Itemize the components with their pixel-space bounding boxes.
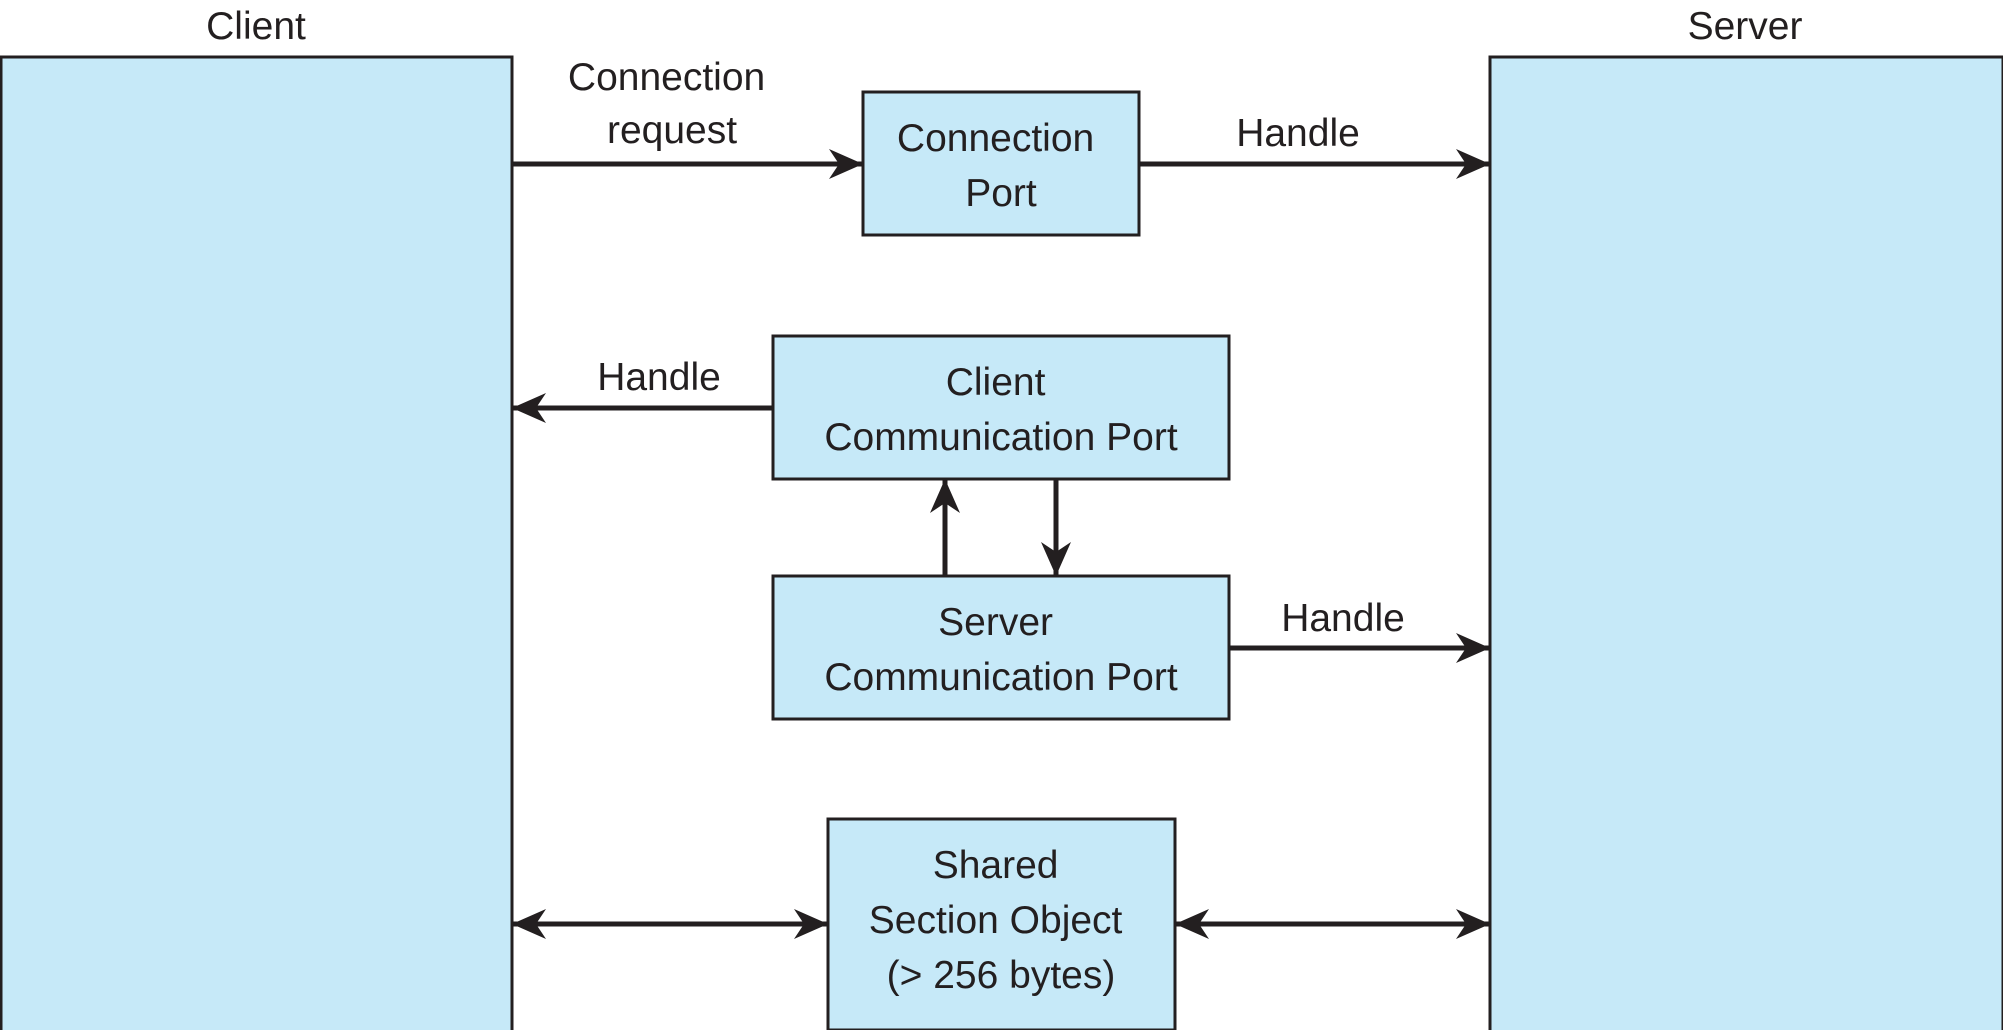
- connection-port-box: [861, 90, 1141, 237]
- connection-port-label: Connection Port: [897, 117, 1105, 215]
- handle-to-server-top-label: Handle: [1236, 112, 1360, 155]
- server-title: Server: [1688, 5, 1803, 48]
- server-communication-port-label: Server Communication Port: [824, 601, 1177, 699]
- client-panel: [0, 55, 514, 1030]
- server-communication-port-box: [771, 574, 1231, 721]
- handle-to-client-label: Handle: [597, 356, 721, 399]
- client-communication-port-label: Client Communication Port: [824, 361, 1177, 459]
- shared-section-object-box: [826, 817, 1177, 1030]
- client-title: Client: [206, 5, 306, 48]
- shared-section-object-label: Shared Section Object (> 256 bytes): [869, 844, 1133, 997]
- handle-to-server-mid-label: Handle: [1281, 597, 1405, 640]
- connection-request-label: Connection request: [568, 56, 776, 152]
- server-panel: [1488, 55, 2003, 1030]
